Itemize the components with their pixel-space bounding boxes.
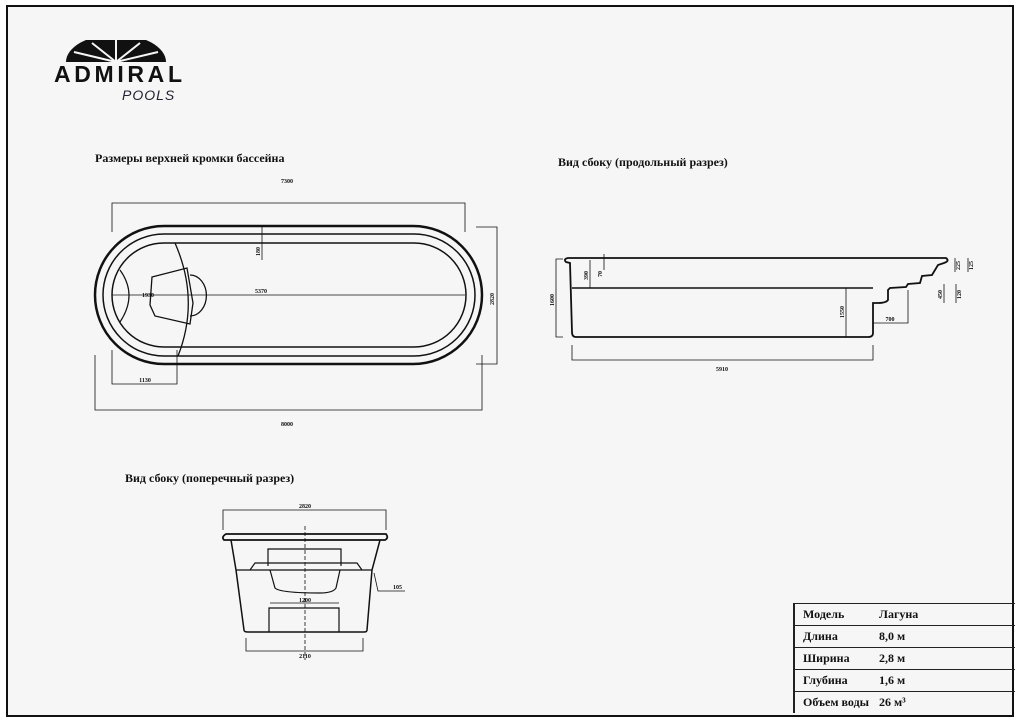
dim-2110: 2110 xyxy=(299,654,311,660)
dim-70: 70 xyxy=(598,271,604,277)
dim-700: 700 xyxy=(886,317,895,323)
spec-value: 1,6 м xyxy=(871,669,1015,692)
dim-5910: 5910 xyxy=(716,367,728,373)
top-view-title: Размеры верхней кромки бассейна xyxy=(95,151,284,165)
spec-key: Длина xyxy=(794,625,871,648)
spec-key: Глубина xyxy=(794,669,871,692)
spec-value: 2,8 м xyxy=(871,647,1015,670)
dim-225: 225 xyxy=(956,261,962,270)
admiral-pools-logo: ADMIRAL POOLS xyxy=(54,40,182,103)
spec-value: Лагуна xyxy=(871,603,1015,626)
dim-1130: 1130 xyxy=(139,378,151,384)
spec-key: Модель xyxy=(794,603,871,626)
cross-section-title: Вид сбоку (поперечный разрез) xyxy=(125,471,294,485)
top-view: 7300 8000 5370 1930 1130 180 2820 xyxy=(93,179,498,428)
dim-8000: 8000 xyxy=(281,422,293,428)
dim-7300: 7300 xyxy=(281,179,293,185)
dim-5370: 5370 xyxy=(255,289,267,295)
dim-1200: 1200 xyxy=(299,598,311,604)
spec-key: Ширина xyxy=(794,647,871,670)
cross-section: 2820 1200 2110 105 xyxy=(221,504,405,660)
dim-105: 105 xyxy=(393,585,402,591)
long-section-title: Вид сбоку (продольный разрез) xyxy=(558,155,728,169)
dim-1550: 1550 xyxy=(840,306,846,318)
dim-1600: 1600 xyxy=(550,294,556,306)
dim-390: 390 xyxy=(584,271,590,280)
svg-text:ADMIRAL: ADMIRAL xyxy=(54,61,182,87)
dim-2820-cross: 2820 xyxy=(299,504,311,510)
drawing-frame xyxy=(6,5,1014,717)
dim-450: 450 xyxy=(938,290,944,299)
dim-1930: 1930 xyxy=(142,293,154,299)
svg-text:POOLS: POOLS xyxy=(122,87,175,103)
dim-2820-top: 2820 xyxy=(490,293,496,305)
dim-125: 125 xyxy=(969,261,975,270)
dim-180: 180 xyxy=(256,247,262,256)
spec-key: Объем воды xyxy=(794,691,871,713)
spec-value: 8,0 м xyxy=(871,625,1015,648)
long-section: 1600 390 70 1550 5910 700 225 125 450 12… xyxy=(550,254,975,373)
dim-120: 120 xyxy=(957,290,963,299)
spec-value: 26 м³ xyxy=(871,691,1015,713)
